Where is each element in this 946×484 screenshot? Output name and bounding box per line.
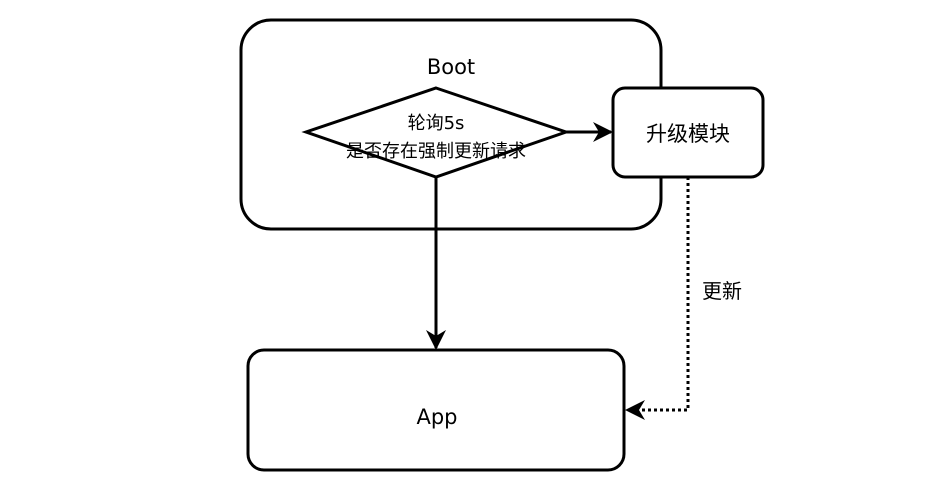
boot-label: Boot [427, 55, 475, 79]
decision-label-line2: 是否存在强制更新请求 [346, 141, 526, 162]
decision-label-line1: 轮询5s [408, 113, 465, 134]
update-edge-label: 更新 [702, 279, 742, 303]
app-label: App [416, 405, 457, 429]
upgrade-module-label: 升级模块 [646, 122, 730, 146]
app-box[interactable] [246, 348, 626, 472]
